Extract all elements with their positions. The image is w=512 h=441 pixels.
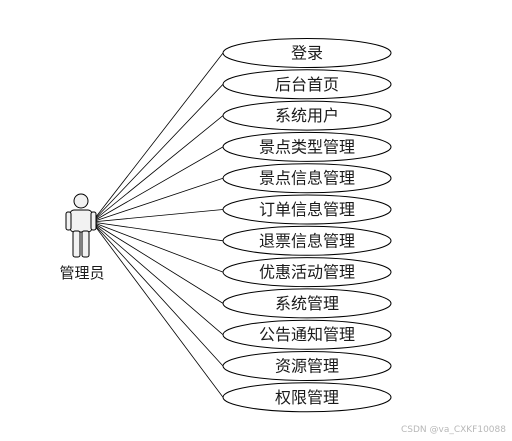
use-case-label: 退票信息管理 [259, 231, 355, 250]
association-line [91, 84, 224, 223]
association-line [91, 146, 224, 223]
use-case-ellipse [222, 225, 392, 256]
use-case: 系统用户 [222, 100, 392, 131]
use-case-ellipse [222, 351, 392, 381]
use-case-ellipse [222, 69, 392, 100]
actor-right-leg [81, 230, 90, 258]
use-case-ellipse [222, 257, 392, 288]
use-case: 权限管理 [222, 382, 392, 413]
actor-label: 管理员 [59, 264, 104, 282]
association-line [91, 209, 224, 223]
use-case-label: 景点信息管理 [259, 169, 355, 188]
use-case-label: 公告通知管理 [259, 325, 355, 344]
use-case: 景点信息管理 [222, 163, 392, 194]
use-case: 优惠活动管理 [222, 257, 392, 288]
actor-figure [65, 193, 97, 258]
association-line [91, 115, 224, 223]
actor-left-arm [65, 211, 72, 231]
use-case: 后台首页 [222, 69, 392, 100]
association-lines [91, 52, 224, 398]
use-case: 退票信息管理 [222, 225, 392, 256]
actor-head [73, 193, 89, 209]
use-case: 登录 [222, 38, 392, 68]
association-line [91, 52, 224, 223]
use-case: 公告通知管理 [222, 319, 392, 350]
use-case-ellipse [222, 288, 392, 319]
use-case: 系统管理 [222, 288, 392, 319]
use-case-ellipse [222, 131, 392, 162]
use-case-ellipse [222, 38, 392, 68]
use-case-label: 景点类型管理 [259, 137, 355, 156]
use-case-ellipse [222, 319, 392, 350]
association-line [91, 221, 224, 304]
association-line [91, 221, 224, 398]
watermark: CSDN @va_CXKF10088 [400, 425, 506, 435]
use-case-label: 优惠活动管理 [259, 263, 355, 282]
actor-right-arm [90, 211, 97, 231]
use-case-label: 订单信息管理 [259, 200, 355, 219]
use-case-ellipse [222, 163, 392, 194]
association-line [91, 221, 224, 242]
association-line [91, 221, 224, 273]
association-line [91, 177, 224, 223]
use-case-label: 权限管理 [275, 388, 339, 407]
actor-torso [69, 209, 93, 233]
use-case-label: 系统管理 [275, 294, 339, 313]
use-case-label: 登录 [291, 44, 323, 63]
use-case-list: 登录后台首页系统用户景点类型管理景点信息管理订单信息管理退票信息管理优惠活动管理… [222, 38, 392, 413]
use-case: 订单信息管理 [222, 194, 392, 225]
use-case-ellipse [222, 382, 392, 413]
use-case-label: 系统用户 [275, 106, 339, 125]
association-line [91, 221, 224, 367]
use-case: 景点类型管理 [222, 131, 392, 162]
use-case: 资源管理 [222, 351, 392, 381]
use-case-label: 资源管理 [275, 357, 339, 376]
use-case-label: 后台首页 [275, 75, 339, 94]
use-case-ellipse [222, 194, 392, 225]
use-case-ellipse [222, 100, 392, 131]
association-line [91, 221, 224, 336]
actor-left-leg [72, 230, 81, 258]
